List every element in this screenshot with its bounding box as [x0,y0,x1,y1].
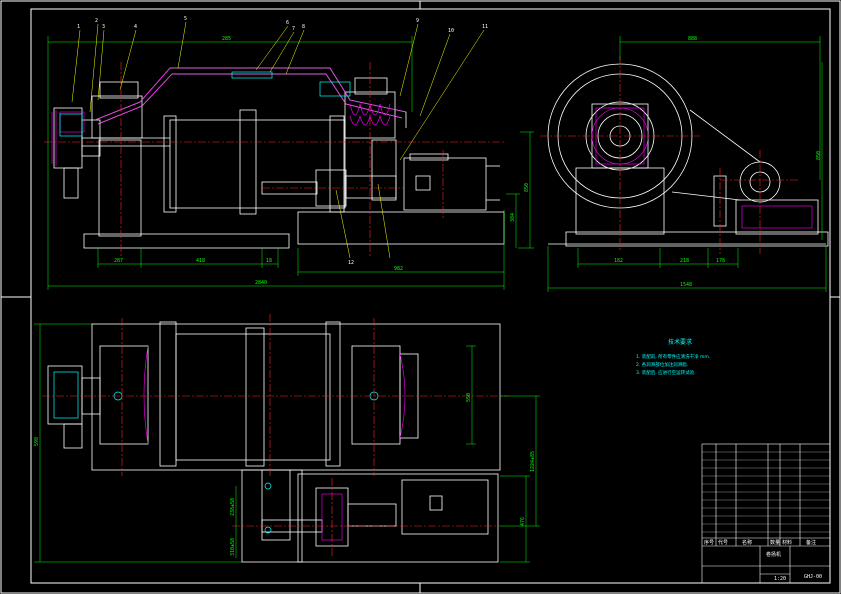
notes-line-3: 3. 装配后, 应进行空运转试验. [636,369,696,376]
drawing-name: 卷扬机 [766,551,781,558]
header-code: 代号 [718,539,728,546]
header-item-no: 序号 [704,539,714,546]
dim-plan-offset-a: 238±58 [230,498,236,516]
callout-11: 11 [482,24,488,30]
dim-plan-overall-height: 598 [34,437,40,446]
dim-drive-width: 982 [394,266,403,272]
drawing-number: GHJ-00 [804,574,822,580]
dim-height-base: 384 [510,213,516,222]
header-qty: 数量 [770,539,780,546]
dim-seg-a: 287 [114,258,123,264]
title-block: 序号 代号 名称 数量 材料 备注 卷扬机 GHJ-00 1:20 [701,443,831,584]
dim-side-top-width: 888 [688,36,697,42]
technical-notes: 技术要求 1. 装配前, 所有零件应清洗干净 mm. 2. 各润滑部位加注润滑脂… [636,338,710,376]
callout-10: 10 [448,28,454,34]
dim-seg-b: 418 [196,258,205,264]
plan-view: 598 550 1224±85 476 238±58 310±58 [34,314,540,563]
callout-1: 1 [77,24,80,30]
dim-plan-offset-b: 310±58 [230,538,236,556]
dim-height-total: 850 [524,183,530,192]
dim-overall-length: 2840 [255,280,267,286]
callout-5: 5 [184,16,187,22]
notes-line-1: 1. 装配前, 所有零件应清洗干净 mm. [636,353,710,360]
dim-side-seg-b: 218 [680,258,689,264]
dim-side-seg-a: 182 [614,258,623,264]
dim-plan-drum-width: 550 [466,393,472,402]
notes-heading: 技术要求 [668,338,692,346]
callout-7: 7 [292,26,295,32]
dim-side-height: 850 [816,151,822,160]
callout-labels: 1 2 3 4 5 6 7 8 9 10 11 12 [77,16,488,266]
callout-4: 4 [134,24,137,30]
callout-6: 6 [286,20,289,26]
drawing-scale: 1:20 [774,576,786,582]
callout-3: 3 [102,24,105,30]
callout-9: 9 [416,18,419,24]
header-remark: 备注 [806,539,816,546]
callout-2: 2 [95,18,98,24]
dim-side-overall-width: 1548 [680,282,692,288]
header-name: 名称 [742,539,752,546]
dim-seg-c: 18 [266,258,272,264]
dim-top-span: 285 [222,36,231,42]
dim-plan-depth-b: 476 [520,517,526,526]
front-view: 285 2840 287 418 18 982 850 384 1 2 3 [44,16,534,290]
dim-side-seg-c: 178 [716,258,725,264]
header-material: 材料 [782,539,792,546]
parts-list-header: 序号 代号 名称 数量 材料 备注 [704,539,816,546]
dim-plan-depth-a: 1224±85 [530,451,536,472]
callout-8: 8 [302,24,305,30]
side-view: 888 1548 182 218 178 850 [540,36,829,292]
notes-line-2: 2. 各润滑部位加注润滑脂. [636,361,688,368]
callout-12: 12 [348,260,354,266]
